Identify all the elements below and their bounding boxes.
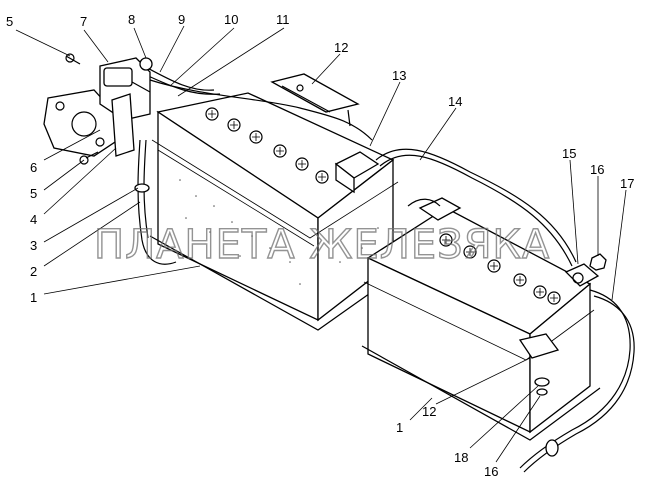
left-battery xyxy=(149,92,401,331)
hold-down-brackets xyxy=(270,73,607,457)
callout-8: 8 xyxy=(128,12,135,27)
callout-5-left: 5 xyxy=(30,186,37,201)
callout-16-top: 16 xyxy=(590,162,604,177)
left-battery-texture xyxy=(179,179,379,285)
callout-6: 6 xyxy=(30,160,37,175)
leader-lines xyxy=(15,25,627,463)
callout-12-top: 12 xyxy=(334,40,348,55)
callout-2: 2 xyxy=(30,264,37,279)
callout-labels: 5 7 8 9 10 11 12 13 14 15 16 17 6 5 4 3 … xyxy=(6,12,634,479)
callout-16-bottom: 16 xyxy=(484,464,498,479)
callout-5-top: 5 xyxy=(6,14,13,29)
callout-3: 3 xyxy=(30,238,37,253)
callout-18: 18 xyxy=(454,450,468,465)
callout-1-bottom: 1 xyxy=(396,420,403,435)
callout-4: 4 xyxy=(30,212,37,227)
left-battery-cell-caps xyxy=(205,107,329,184)
switch-assembly xyxy=(43,53,153,193)
callout-12-bottom: 12 xyxy=(422,404,436,419)
callout-9: 9 xyxy=(178,12,185,27)
callout-1-left: 1 xyxy=(30,290,37,305)
callout-17: 17 xyxy=(620,176,634,191)
callout-7: 7 xyxy=(80,14,87,29)
callout-14: 14 xyxy=(448,94,462,109)
callout-10: 10 xyxy=(224,12,238,27)
callout-13: 13 xyxy=(392,68,406,83)
callout-11: 11 xyxy=(276,12,290,27)
right-battery-cell-caps xyxy=(439,233,561,305)
callout-15: 15 xyxy=(562,146,576,161)
watermark: ПЛАНЕТА ЖЕЛЕЗЯКА xyxy=(94,222,550,268)
